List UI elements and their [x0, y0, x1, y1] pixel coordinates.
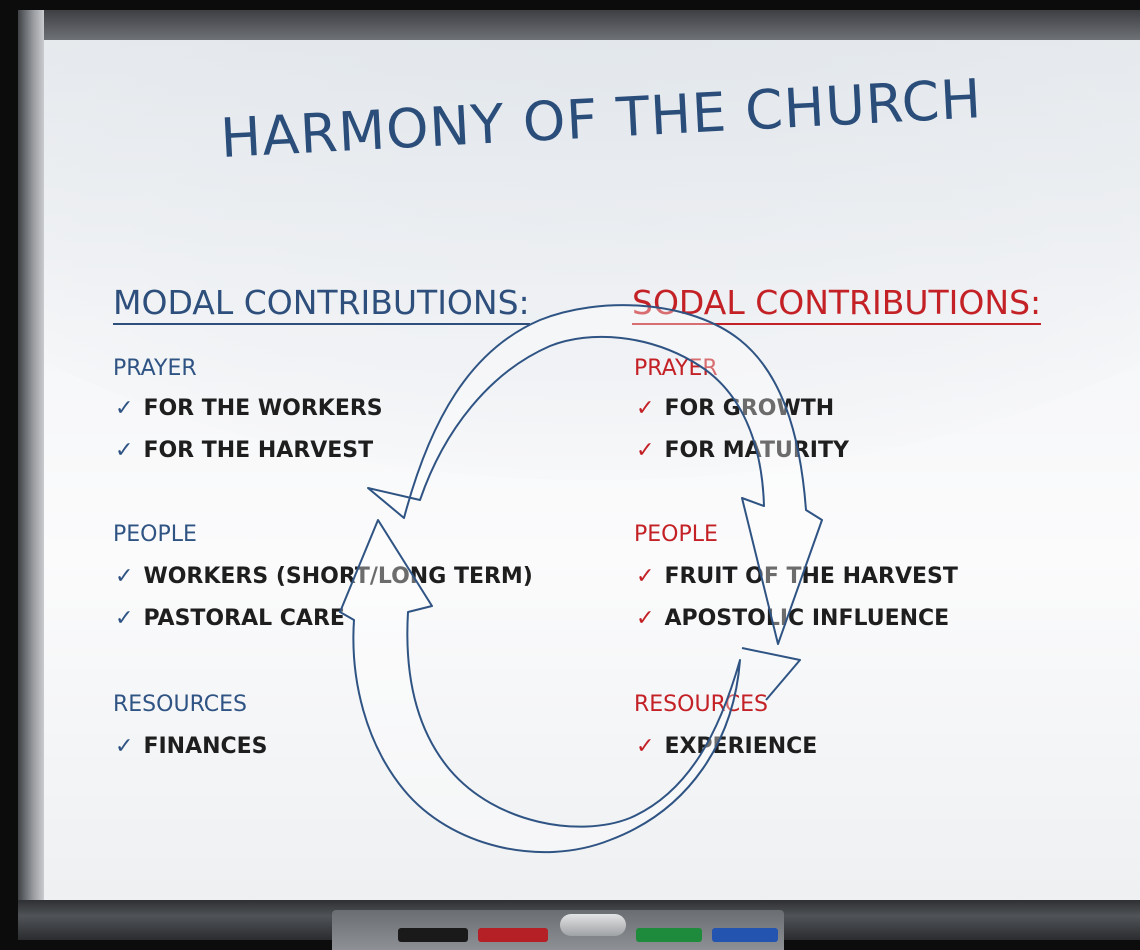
check-icon: ✓: [636, 606, 655, 631]
modal-item-label: WORKERS (SHORT/LONG TERM): [143, 564, 533, 589]
modal-item-label: FOR THE HARVEST: [143, 438, 374, 463]
check-icon: ✓: [115, 734, 134, 759]
frame-left-bar: [18, 10, 44, 930]
sodal-item-label: FOR MATURITY: [664, 438, 849, 463]
whiteboard-surface: [44, 40, 1140, 902]
check-icon: ✓: [636, 564, 655, 589]
modal-item: ✓ FOR THE HARVEST: [115, 440, 373, 462]
modal-item: ✓ WORKERS (SHORT/LONG TERM): [115, 566, 533, 588]
modal-item: ✓ FOR THE WORKERS: [115, 398, 383, 420]
modal-item: ✓ PASTORAL CARE: [115, 608, 345, 630]
modal-heading: MODAL CONTRIBUTIONS:: [113, 286, 530, 325]
sodal-item-label: FOR GROWTH: [664, 396, 835, 421]
sodal-item-label: EXPERIENCE: [664, 734, 818, 759]
sodal-section-prayer: PRAYER: [634, 356, 718, 381]
sodal-item: ✓ FOR MATURITY: [636, 440, 849, 462]
green-marker[interactable]: [636, 928, 702, 942]
sodal-item: ✓ FOR GROWTH: [636, 398, 834, 420]
blue-marker[interactable]: [712, 928, 778, 942]
sodal-item: ✓ APOSTOLIC INFLUENCE: [636, 608, 949, 630]
check-icon: ✓: [115, 438, 134, 463]
sodal-item-label: FRUIT OF THE HARVEST: [664, 564, 958, 589]
check-icon: ✓: [115, 606, 134, 631]
sodal-heading-text: SODAL CONTRIBUTIONS:: [632, 286, 1042, 325]
red-marker[interactable]: [478, 928, 548, 942]
sodal-section-resources: RESOURCES: [634, 692, 768, 717]
modal-item-label: PASTORAL CARE: [143, 606, 345, 631]
sodal-heading: SODAL CONTRIBUTIONS:: [632, 286, 1042, 325]
modal-section-resources: RESOURCES: [113, 692, 247, 717]
check-icon: ✓: [636, 734, 655, 759]
modal-item: ✓ FINANCES: [115, 736, 268, 758]
modal-heading-text: MODAL CONTRIBUTIONS:: [113, 286, 530, 325]
modal-section-people: PEOPLE: [113, 522, 197, 547]
sodal-item-label: APOSTOLIC INFLUENCE: [664, 606, 950, 631]
check-icon: ✓: [115, 564, 134, 589]
check-icon: ✓: [115, 396, 134, 421]
modal-section-prayer: PRAYER: [113, 356, 197, 381]
frame-top-bar: [18, 10, 1140, 40]
modal-item-label: FOR THE WORKERS: [143, 396, 383, 421]
black-marker[interactable]: [398, 928, 468, 942]
check-icon: ✓: [636, 396, 655, 421]
sodal-item: ✓ FRUIT OF THE HARVEST: [636, 566, 958, 588]
modal-item-label: FINANCES: [143, 734, 268, 759]
check-icon: ✓: [636, 438, 655, 463]
eraser[interactable]: [560, 914, 626, 936]
sodal-section-people: PEOPLE: [634, 522, 718, 547]
sodal-item: ✓ EXPERIENCE: [636, 736, 817, 758]
